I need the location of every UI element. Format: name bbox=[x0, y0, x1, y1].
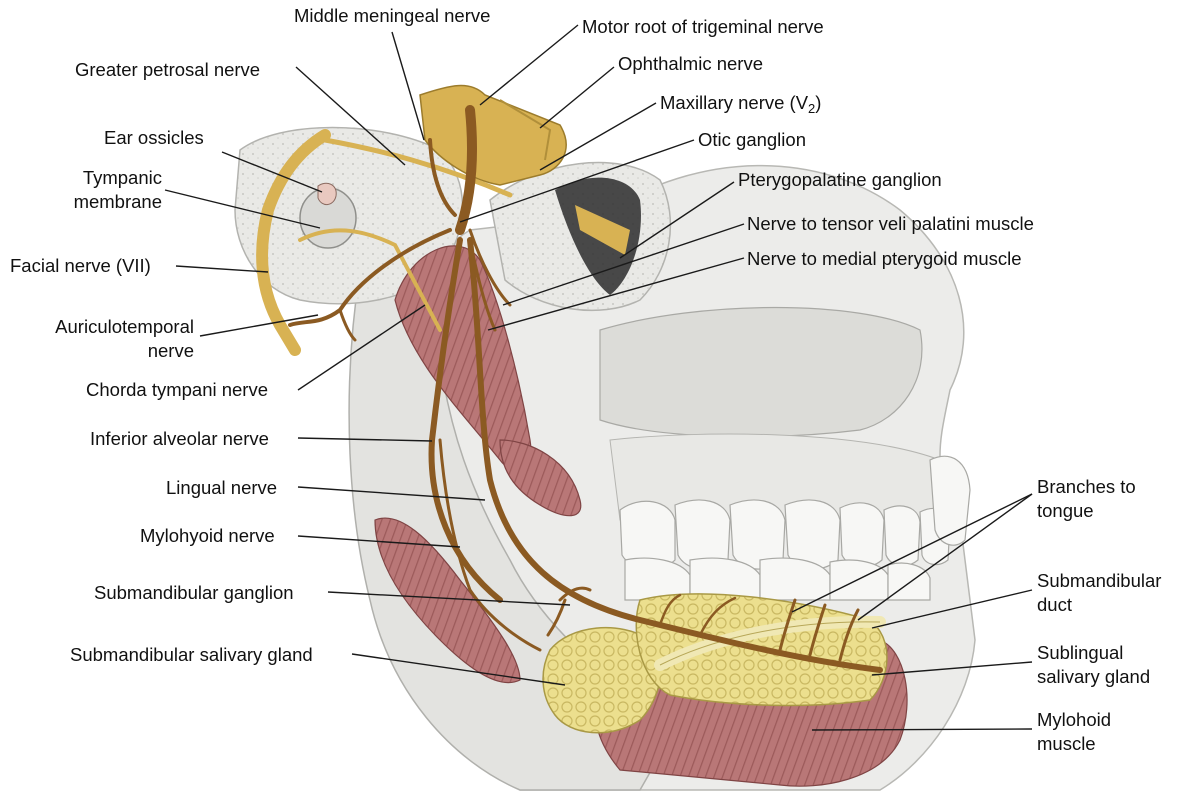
teeth-row bbox=[619, 455, 971, 601]
leader-lines bbox=[164, 24, 1033, 731]
label-mylohoid-muscle-line1: Mylohoid bbox=[1037, 709, 1112, 730]
maxilla-bone bbox=[599, 306, 923, 438]
label-otic-ganglion: Otic ganglion bbox=[698, 129, 806, 150]
label-submandibular-duct-line1: Submandibular bbox=[1037, 570, 1162, 591]
label-chorda-tympani: Chorda tympani nerve bbox=[86, 379, 269, 400]
maxillary-close: ) bbox=[815, 92, 822, 113]
trigeminal-root-shape bbox=[419, 84, 567, 186]
maxillary-text: Maxillary nerve (V bbox=[660, 92, 809, 113]
label-inferior-alveolar: Inferior alveolar nerve bbox=[90, 428, 269, 449]
submandibular-gland-shape bbox=[542, 627, 662, 734]
chorda-tympani-shape bbox=[298, 228, 442, 332]
label-sublingual-gland-line1: Sublingual bbox=[1037, 642, 1124, 663]
label-motor-root-trigeminal: Motor root of trigeminal nerve bbox=[582, 16, 824, 37]
label-submandibular-duct-line2: duct bbox=[1037, 594, 1072, 615]
greater-petrosal-shape bbox=[322, 137, 513, 198]
label-mylohyoid-nerve: Mylohyoid nerve bbox=[140, 525, 275, 546]
label-nerve-tensor-veli-palatini: Nerve to tensor veli palatini muscle bbox=[747, 213, 1034, 234]
medial-pterygoid-muscle bbox=[499, 439, 582, 517]
label-middle-meningeal-nerve: Middle meningeal nerve bbox=[294, 5, 491, 26]
label-lingual-nerve: Lingual nerve bbox=[166, 477, 278, 498]
label-tympanic-membrane-line1: Tympanic bbox=[82, 167, 162, 188]
label-pterygopalatine-ganglion: Pterygopalatine ganglion bbox=[738, 169, 942, 190]
label-ophthalmic-nerve: Ophthalmic nerve bbox=[618, 53, 763, 74]
mandibular-nerve-branches bbox=[288, 105, 883, 673]
label-facial-nerve: Facial nerve (VII) bbox=[10, 255, 151, 276]
label-greater-petrosal-nerve: Greater petrosal nerve bbox=[75, 59, 261, 80]
label-auriculotemporal-line2: nerve bbox=[147, 340, 194, 361]
label-sublingual-gland-line2: salivary gland bbox=[1037, 666, 1151, 687]
label-branches-to-tongue-line2: tongue bbox=[1037, 500, 1094, 521]
label-ear-ossicles: Ear ossicles bbox=[104, 127, 204, 148]
label-branches-to-tongue-line1: Branches to bbox=[1037, 476, 1136, 497]
digastric-muscle bbox=[374, 517, 521, 684]
maxillary-subscript: 2 bbox=[808, 101, 816, 116]
label-tympanic-membrane-line2: membrane bbox=[73, 191, 162, 212]
label-nerve-medial-pterygoid: Nerve to medial pterygoid muscle bbox=[747, 248, 1022, 269]
label-mylohoid-muscle-line2: muscle bbox=[1037, 733, 1096, 754]
label-auriculotemporal-line1: Auriculotemporal bbox=[55, 316, 194, 337]
label-maxillary-nerve: Maxillary nerve (V2) bbox=[660, 91, 821, 117]
ossicles-shape bbox=[317, 182, 337, 205]
label-submandibular-gland: Submandibular salivary gland bbox=[70, 644, 313, 665]
label-submandibular-ganglion: Submandibular ganglion bbox=[94, 582, 294, 603]
